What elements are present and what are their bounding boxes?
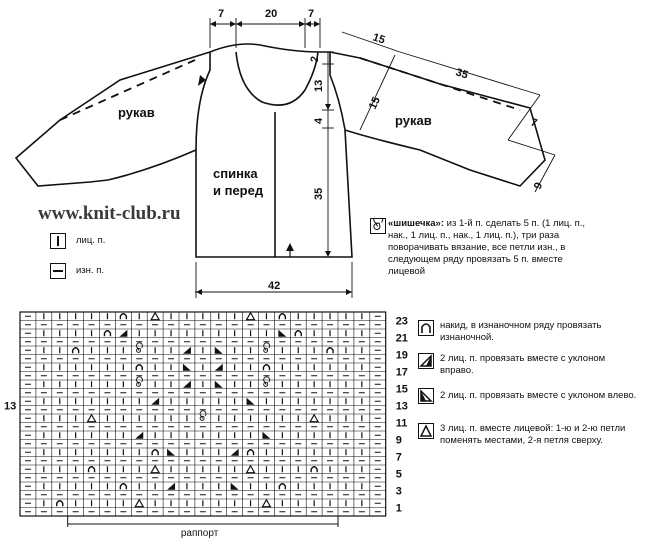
bobble-icon: [370, 218, 386, 234]
row-number-right: 1: [396, 503, 402, 515]
sleeve-right-label: рукав: [395, 113, 432, 128]
legend-purl-label: изн. п.: [76, 265, 104, 276]
row-number-right: 19: [396, 350, 408, 362]
dim-35b: 35: [454, 66, 469, 81]
neckline: [235, 51, 319, 106]
legend-yarn-over-label: накид, в изнаночном ряду провязать изнан…: [440, 320, 602, 343]
legend-k2tog-right-label: 2 лиц. п. провязать вместе с уклоном впр…: [440, 353, 606, 376]
dim-9: 9: [532, 181, 545, 192]
sleeve-right-outline: [329, 51, 546, 187]
row-number-right: 15: [396, 384, 408, 396]
dim-7c: 7: [529, 116, 539, 129]
row-number-right: 23: [396, 316, 408, 328]
row-number-right: 5: [396, 469, 402, 481]
row-number-right: 13: [396, 401, 408, 413]
purl-icon: [50, 263, 66, 279]
row-number-right: 17: [396, 367, 408, 379]
legend-knit-label: лиц. п.: [76, 235, 106, 246]
yarn-over-icon: [418, 320, 434, 336]
knit-icon: [50, 233, 66, 249]
dim-15b: 15: [367, 95, 383, 111]
bobble-title: «шишечка»:: [388, 218, 445, 229]
body-outline: [195, 43, 353, 258]
dim-13: 13: [313, 80, 325, 92]
k2tog-right-icon: [418, 353, 434, 369]
body-label-1: спинка: [213, 166, 258, 181]
sleeve-left-outline: [14, 51, 211, 187]
k2tog-left-icon: [418, 388, 434, 404]
repeat-label: раппорт: [181, 528, 219, 539]
sleeve-left-label: рукав: [118, 105, 155, 120]
dim-7b: 7: [308, 8, 314, 20]
dim-15a: 15: [371, 31, 386, 46]
dim-7a: 7: [218, 8, 224, 20]
legend-k2tog-left-label: 2 лиц. п. провязать вместе с уклоном вле…: [440, 390, 637, 401]
dim-2: 2: [309, 56, 321, 62]
dim-42: 42: [268, 280, 280, 292]
dim-20: 20: [265, 8, 277, 20]
row-number-left: 13: [4, 401, 16, 413]
dim-4: 4: [313, 117, 325, 124]
row-number-right: 9: [396, 435, 402, 447]
row-number-right: 11: [396, 418, 408, 430]
k3tog-icon: [418, 423, 434, 439]
body-label-2: и перед: [213, 183, 264, 198]
row-number-right: 7: [396, 452, 402, 464]
legend-k3tog-label: 3 лиц. п. вместе лицевой: 1-ю и 2-ю петл…: [440, 423, 626, 446]
row-number-right: 3: [396, 486, 402, 498]
bobble-text: из 1-й п. сделать 5 п. (1 лиц. п., нак.,…: [388, 218, 586, 277]
row-number-right: 21: [396, 333, 408, 345]
dim-35: 35: [313, 188, 325, 200]
watermark: www.knit-club.ru: [38, 203, 181, 224]
